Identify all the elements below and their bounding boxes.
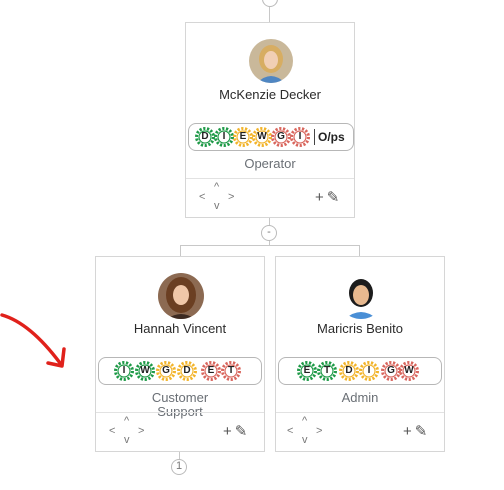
chevron-right-icon[interactable]: > [316, 425, 323, 437]
skill-letter: E [303, 365, 311, 376]
skill-gear-icon: I [213, 126, 235, 148]
nav-arrows: ^ < > v [286, 415, 330, 449]
collapse-toggle[interactable]: - [261, 225, 277, 241]
top-collapse-toggle[interactable] [262, 0, 278, 7]
role-title: Admin [341, 390, 379, 405]
skill-letter: T [227, 365, 235, 376]
connector-child-line [179, 452, 180, 460]
skill-gear-icon: I [113, 360, 135, 382]
connector-right-drop [359, 245, 360, 257]
card-footer: ^ < > v +✎ [276, 412, 444, 451]
chevron-down-icon[interactable]: v [302, 434, 308, 446]
skills-gear-strip: I W G D E T [98, 357, 262, 385]
connector-top-line [269, 0, 270, 22]
ops-divider [314, 129, 315, 145]
card-footer: ^ < > v +✎ [96, 412, 264, 451]
chevron-left-icon[interactable]: < [109, 425, 116, 437]
card-tools: +✎ [312, 188, 339, 206]
org-card-hannah-vincent[interactable]: Hannah Vincent I W G D E T Customer Supp… [95, 256, 265, 452]
chevron-up-icon[interactable]: ^ [214, 181, 220, 193]
plus-icon[interactable]: + [315, 189, 324, 206]
skill-letter: W [257, 131, 267, 142]
card-tools: +✎ [220, 422, 247, 440]
chevron-up-icon[interactable]: ^ [124, 415, 130, 427]
connector-left-drop [180, 245, 181, 257]
skills-gear-strip: D I E W G I O/ps [188, 123, 354, 151]
skill-gear-icon: G [380, 360, 402, 382]
org-card-mckenzie-decker[interactable]: McKenzie Decker D I E W G I O/ps Operato… [185, 22, 355, 218]
skill-gear-icon: I [289, 126, 311, 148]
skill-gear-icon: W [398, 360, 420, 382]
skill-letter: T [323, 365, 331, 376]
skill-letter: W [404, 365, 414, 376]
skill-letter: I [298, 131, 302, 142]
skills-gear-strip: E T D I G W [278, 357, 442, 385]
edit-icon[interactable]: ✎ [414, 423, 428, 440]
avatar [249, 39, 293, 83]
skill-letter: D [201, 131, 209, 142]
org-card-maricris-benito[interactable]: Maricris Benito E T D I G W Admin ^ [275, 256, 445, 452]
connector-horizontal [180, 245, 360, 246]
person-name: Maricris Benito [317, 321, 403, 336]
chevron-right-icon[interactable]: > [228, 191, 235, 203]
plus-icon[interactable]: + [223, 423, 232, 440]
skill-gear-icon: T [220, 360, 242, 382]
chevron-up-icon[interactable]: ^ [302, 415, 308, 427]
skill-letter: I [367, 365, 371, 376]
skill-letter: D [345, 365, 353, 376]
role-title: Operator [244, 156, 296, 171]
skill-gear-icon: G [155, 360, 177, 382]
plus-icon[interactable]: + [403, 423, 412, 440]
skill-gear-icon: W [134, 360, 156, 382]
chevron-down-icon[interactable]: v [124, 434, 130, 446]
edit-icon[interactable]: ✎ [326, 189, 340, 206]
skill-letter: W [140, 365, 150, 376]
skill-gear-icon: E [200, 360, 222, 382]
chevron-left-icon[interactable]: < [287, 425, 294, 437]
chevron-down-icon[interactable]: v [214, 200, 220, 212]
skill-letter: G [277, 131, 285, 142]
skill-gear-icon: E [232, 126, 254, 148]
person-name: Hannah Vincent [133, 321, 227, 336]
skill-letter: G [162, 365, 170, 376]
nav-arrows: ^ < > v [198, 181, 242, 215]
skill-letter: I [222, 131, 226, 142]
skill-gear-icon: D [338, 360, 360, 382]
skill-letter: I [122, 365, 126, 376]
skill-gear-icon: D [176, 360, 198, 382]
skill-letter: G [387, 365, 395, 376]
card-tools: +✎ [400, 422, 427, 440]
skill-gear-icon: W [251, 126, 273, 148]
skill-gear-icon: D [194, 126, 216, 148]
edit-icon[interactable]: ✎ [234, 423, 248, 440]
ops-label: O/ps [318, 130, 345, 144]
role-title: Customer Support [151, 390, 209, 419]
skill-gear-icon: T [316, 360, 338, 382]
card-footer: ^ < > v +✎ [186, 178, 354, 217]
avatar [338, 273, 384, 319]
skill-gear-icon: I [358, 360, 380, 382]
skill-letter: E [207, 365, 215, 376]
chevron-right-icon[interactable]: > [138, 425, 145, 437]
chevron-left-icon[interactable]: < [199, 191, 206, 203]
skill-gear-icon: G [270, 126, 292, 148]
nav-arrows: ^ < > v [108, 415, 152, 449]
annotation-arrow-icon [0, 313, 66, 368]
person-name: McKenzie Decker [219, 87, 321, 102]
skill-letter: E [239, 131, 247, 142]
skill-letter: D [183, 365, 191, 376]
skill-gear-icon: E [296, 360, 318, 382]
avatar [158, 273, 204, 319]
child-count-badge[interactable]: 1 [171, 459, 187, 475]
